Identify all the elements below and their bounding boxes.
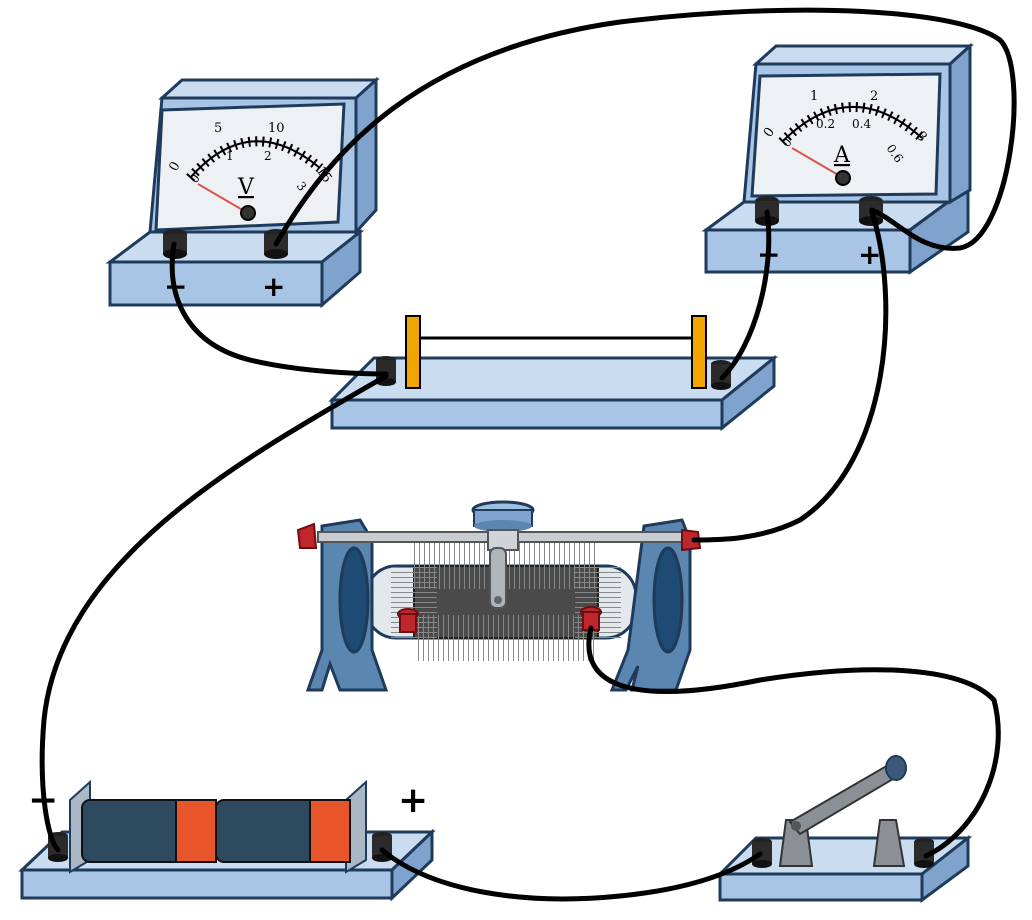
voltmeter-pivot xyxy=(240,205,256,221)
resistance-wire-board xyxy=(328,315,779,432)
voltmeter-needle xyxy=(197,183,247,213)
ammeter-pivot xyxy=(835,170,851,186)
rheostat-coil xyxy=(391,543,621,661)
ammeter-top-scale-1: 1 xyxy=(810,89,818,104)
rheostat xyxy=(296,500,702,692)
ammeter-bottom-scale-2: 0.4 xyxy=(852,117,871,131)
ammeter-symbol: A xyxy=(833,143,851,168)
wire-voltmeter-neg-to-board-left[interactable] xyxy=(169,241,389,377)
voltmeter-bottom-scale-2: 2 xyxy=(264,149,272,163)
ammeter-needle xyxy=(791,147,841,177)
board-right-terminal[interactable] xyxy=(711,360,731,390)
wires xyxy=(39,7,1017,902)
rheostat-left-top-terminal[interactable] xyxy=(296,522,318,549)
voltmeter-bottom-scale-1: 1 xyxy=(226,149,234,163)
voltmeter-scale-arc xyxy=(186,136,324,182)
switch-right-terminal[interactable] xyxy=(914,838,934,868)
ammeter-bottom-scale-1: 0.2 xyxy=(816,117,835,131)
knife-switch xyxy=(716,755,973,903)
wire-ammeter-neg-to-board-right[interactable] xyxy=(719,209,772,381)
wire-ammeter-pos-to-rheostat[interactable] xyxy=(691,209,889,543)
battery-holder: − + xyxy=(18,779,436,902)
ammeter-scale-arc xyxy=(778,102,926,146)
wire-board-left-to-battery-neg[interactable] xyxy=(39,373,389,853)
rheostat-slider[interactable] xyxy=(471,500,535,609)
switch-lever[interactable] xyxy=(788,755,907,836)
rheostat-bottom-right-terminal[interactable] xyxy=(580,606,602,631)
ammeter-pos-label: + xyxy=(858,238,881,271)
battery-cell-1 xyxy=(81,799,217,863)
wire-battery-pos-to-switch-left[interactable] xyxy=(379,847,763,902)
voltmeter: 0 5 10 15 0 1 2 3 V − + xyxy=(105,76,380,309)
voltmeter-pos-label: + xyxy=(262,270,285,303)
battery-cell-2 xyxy=(215,799,351,863)
wire-rheostat-to-switch-right[interactable] xyxy=(586,625,1001,859)
ammeter: 0 1 2 3 0 0.2 0.4 0.6 A − + xyxy=(701,42,974,275)
rheostat-bottom-left-terminal[interactable] xyxy=(397,608,419,633)
voltmeter-top-scale-2: 10 xyxy=(268,121,285,136)
voltmeter-symbol: V xyxy=(237,175,255,200)
right-clamp xyxy=(691,315,707,389)
ammeter-top-scale-2: 2 xyxy=(870,89,878,104)
voltmeter-top-scale-1: 5 xyxy=(214,121,222,136)
wire-voltmeter-pos-to-ammeter-pos[interactable] xyxy=(273,7,1017,251)
rheostat-right-top-terminal[interactable] xyxy=(681,528,702,552)
battery-pos-label: + xyxy=(398,780,428,821)
left-clamp xyxy=(405,315,421,389)
